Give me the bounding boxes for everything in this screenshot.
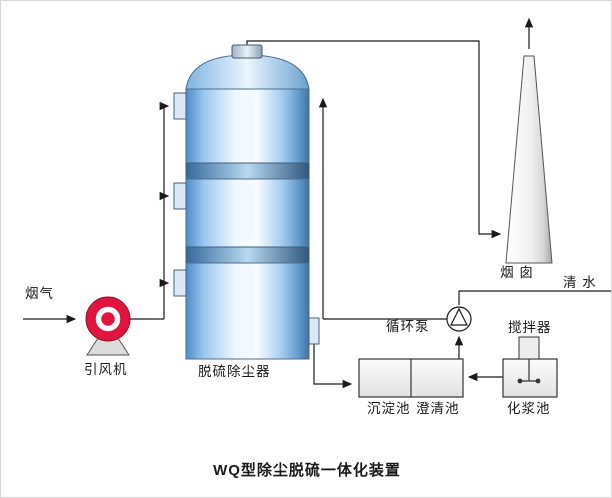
induced-draft-fan [85, 296, 131, 356]
clarification-tank-label: 澄清池 [416, 401, 460, 416]
agitator [517, 336, 541, 384]
tanks [358, 358, 558, 398]
tower-label: 脱硫除尘器 [198, 364, 271, 379]
slurry-tank-label: 化浆池 [507, 401, 551, 416]
tower-inlet-flange-top [173, 92, 187, 120]
tower-joint-band-1 [185, 162, 310, 180]
sedimentation-tank-label: 沉淀池 [367, 401, 411, 416]
tower-section-3 [185, 262, 310, 360]
tower-joint-band-2 [185, 246, 310, 264]
pump-impeller-symbol [450, 307, 468, 326]
scrubber-tower [173, 44, 320, 360]
tower-top-cap [231, 44, 263, 59]
circulation-pump [446, 306, 472, 332]
flue-gas-label: 烟气 [25, 286, 54, 301]
tower-dome [185, 54, 310, 90]
diagram-title: WQ型除尘脱硫一体化装置 [213, 461, 401, 479]
fan-hub [103, 314, 113, 324]
tower-section-1 [185, 88, 310, 164]
agitator-paddle-tip-right [535, 378, 541, 384]
tower-drain-line [313, 344, 353, 389]
agitator-label: 搅拌器 [508, 320, 552, 335]
tower-inlet-flange-bottom [173, 269, 187, 297]
pump-body [446, 306, 472, 332]
clean-water-line [458, 290, 611, 305]
piping-lines [23, 17, 611, 389]
clean-water-label: 清 水 [563, 275, 597, 290]
slurry-tank-body [502, 358, 558, 398]
agitator-paddle-tip-left [517, 378, 523, 384]
pump-label: 循环泵 [386, 319, 430, 334]
clean-gas-duct [246, 40, 502, 239]
tower-section-2 [185, 178, 310, 248]
tower-outlet-port [308, 317, 320, 345]
diagram-labels: 烟气 引风机 脱硫除尘器 烟 囱 清 水 循环泵 搅拌器 沉淀池 澄清池 化浆池… [25, 265, 597, 479]
agitator-motor [518, 336, 540, 360]
fan-label: 引风机 [84, 362, 128, 377]
chimney-stack [505, 55, 553, 264]
tower-inlet-flange-middle [173, 182, 187, 210]
chimney-label: 烟 囱 [500, 265, 534, 280]
fan-ring [95, 306, 121, 332]
chimney [505, 55, 553, 264]
